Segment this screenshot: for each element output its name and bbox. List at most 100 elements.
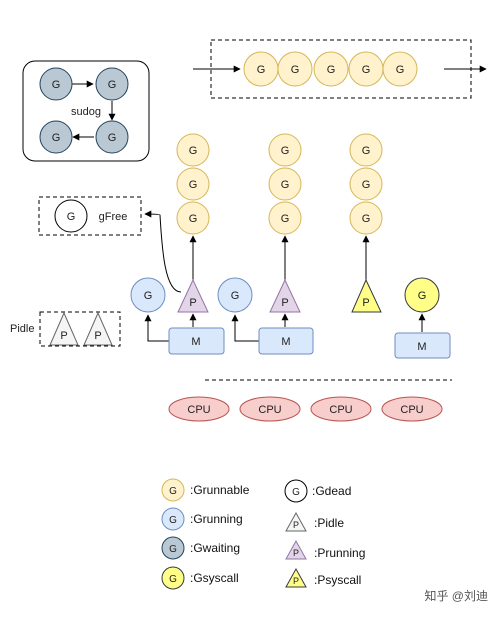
cpu-2 <box>239 396 301 422</box>
p3-psyscall <box>351 278 382 313</box>
g-label: G <box>257 64 266 76</box>
gfree-g-dead <box>54 199 88 233</box>
g-node <box>268 201 302 235</box>
g-syscall <box>404 277 440 313</box>
gfree-border <box>38 196 142 236</box>
legend-gwaiting-label: :Gwaiting <box>190 541 240 555</box>
g-label: G <box>362 64 371 76</box>
processor-group-1: G G G P G M <box>130 133 225 355</box>
watermark: 知乎 @刘迪 <box>424 589 488 603</box>
g-node <box>176 133 210 167</box>
g-label: G <box>189 145 198 157</box>
sudog-label: sudog <box>71 106 101 118</box>
p-label: P <box>60 330 67 342</box>
g-node <box>313 51 349 87</box>
g-label: G <box>189 179 198 191</box>
g-label: G <box>281 213 290 225</box>
cpu-3 <box>310 396 372 422</box>
legend-prunning: P :Prunning <box>285 539 365 560</box>
legend-grunning: G :Grunning <box>161 507 243 531</box>
g-node <box>176 201 210 235</box>
g-label: G <box>169 544 177 555</box>
p-label: P <box>362 297 369 309</box>
g-label: G <box>169 515 177 526</box>
p-label: P <box>189 297 196 309</box>
g-node <box>39 120 73 154</box>
g-node <box>349 201 383 235</box>
pidle-border <box>39 311 121 347</box>
legend-gwaiting-swatch <box>161 536 185 560</box>
g-label: G <box>169 486 177 497</box>
g-node <box>349 133 383 167</box>
cpu-label: CPU <box>187 404 210 416</box>
legend-gsyscall: G :Gsyscall <box>161 566 239 590</box>
global-queue-g-5: G <box>382 51 418 87</box>
p2-prunning <box>269 278 301 313</box>
global-queue-g-1: G <box>243 51 279 87</box>
p-label: P <box>293 576 299 586</box>
cpu-label: CPU <box>400 404 423 416</box>
g-label: G <box>108 132 117 144</box>
g-label: G <box>396 64 405 76</box>
legend-pidle-swatch <box>285 511 307 532</box>
legend-psyscall-swatch <box>285 567 307 588</box>
g-label: G <box>189 213 198 225</box>
g-label: G <box>362 213 371 225</box>
p1-g-running <box>130 277 166 313</box>
g-node <box>95 67 129 101</box>
legend-grunnable-label: :Grunnable <box>190 483 250 497</box>
cpu-label: CPU <box>329 404 352 416</box>
g-node <box>277 51 313 87</box>
legend-gdead: G :Gdead <box>284 479 351 503</box>
global-queue-g-3: G <box>313 51 349 87</box>
g-label: G <box>362 179 371 191</box>
legend-psyscall: P :Psyscall <box>285 567 361 588</box>
sudog-g-3: G <box>39 120 73 154</box>
cpu-4 <box>381 396 443 422</box>
processor-group-2: G G G P G M <box>217 133 314 355</box>
gfree-box: G gFree <box>38 196 142 236</box>
p-label: P <box>293 548 299 558</box>
legend-gdead-swatch <box>284 479 308 503</box>
g-node <box>349 167 383 201</box>
global-queue-g-4: G <box>348 51 384 87</box>
g-label: G <box>281 179 290 191</box>
p2-g-running <box>217 277 253 313</box>
legend-gsyscall-label: :Gsyscall <box>190 571 239 585</box>
g-label: G <box>362 145 371 157</box>
g-label: G <box>281 145 290 157</box>
cpu-1 <box>168 396 230 422</box>
local-queue-2: G G G <box>268 133 302 235</box>
sudog-g-2: G <box>95 67 129 101</box>
pidle-label: Pidle <box>10 323 34 335</box>
m-label: M <box>191 336 200 348</box>
local-queue-3: G G G <box>349 133 383 235</box>
legend-grunnable: G :Grunnable <box>161 478 250 502</box>
legend-pidle-label: :Pidle <box>314 516 344 530</box>
cpu-label: CPU <box>258 404 281 416</box>
pidle-list: Pidle P P <box>10 311 121 347</box>
g-label: G <box>108 79 117 91</box>
m2-to-g-arrow <box>231 314 259 342</box>
legend-gsyscall-swatch <box>161 566 185 590</box>
g-node <box>382 51 418 87</box>
legend-grunnable-swatch <box>161 478 185 502</box>
g-label: G <box>52 132 61 144</box>
g-label: G <box>292 487 300 498</box>
m1-to-g-arrow <box>144 314 169 342</box>
m3-thread <box>394 332 451 359</box>
pidle-p-1 <box>49 311 79 346</box>
g-node <box>39 67 73 101</box>
m-label: M <box>281 336 290 348</box>
m1-thread <box>168 327 225 355</box>
sudog-box: G G G G sudog <box>22 60 150 162</box>
p1-prunning <box>177 278 209 313</box>
legend-psyscall-label: :Psyscall <box>314 573 361 587</box>
legend-grunning-swatch <box>161 507 185 531</box>
p1-to-gfree-arrow <box>144 210 182 293</box>
sudog-g-1: G <box>39 67 73 101</box>
global-queue-g-2: G <box>277 51 313 87</box>
g-label: G <box>291 64 300 76</box>
g-label: G <box>144 290 153 302</box>
